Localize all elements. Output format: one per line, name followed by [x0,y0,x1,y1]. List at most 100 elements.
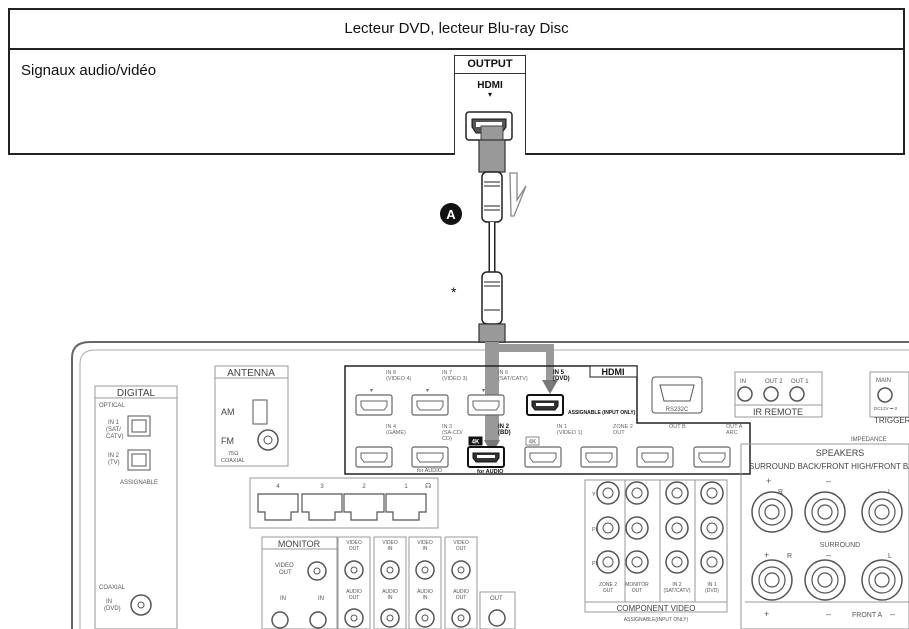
rca-jack[interactable] [451,560,471,580]
hdmi-bottom-port-4[interactable] [524,446,562,468]
svg-text:COAXIAL: COAXIAL [221,458,245,464]
svg-text:R: R [787,553,792,560]
rca-jack[interactable] [415,560,435,580]
svg-text:IN: IN [740,379,746,385]
svg-text:OUT: OUT [349,595,360,601]
speaker-terminal[interactable] [804,491,846,533]
svg-text:IN 2: IN 2 [672,582,681,588]
hdmi-top-port-4[interactable] [526,394,564,416]
hdmi-port-label: OUT [613,430,625,436]
svg-text:for AUDIO: for AUDIO [417,468,443,474]
optical-in2-port[interactable] [127,449,151,471]
hdmi-input-label: IN 5 [553,370,565,376]
svg-text:(SAT/CATV): (SAT/CATV) [663,588,690,594]
hdmi-bottom-port-3[interactable] [467,446,505,468]
component-jack[interactable] [700,516,724,540]
component-jack[interactable] [700,550,724,574]
hdmi-port-label: ARC [726,430,738,436]
svg-text:IR REMOTE: IR REMOTE [753,407,803,417]
svg-text:MONITOR: MONITOR [625,582,649,588]
svg-text:IN: IN [280,596,286,602]
speaker-terminal[interactable] [751,559,793,601]
svg-text:VIDEO: VIDEO [417,540,433,546]
component-jack[interactable] [596,481,620,505]
output-label: OUTPUT [455,56,525,74]
hdmi-bottom-port-5[interactable] [580,446,618,468]
hdmi-input-label: (SAT/CATV) [498,376,528,382]
svg-text:OUT: OUT [349,546,360,552]
rca-jack[interactable] [380,560,400,580]
svg-text:IN 1: IN 1 [707,582,716,588]
hdmi-port-label: (GAME) [386,430,406,436]
component-jack[interactable] [625,481,649,505]
hdmi-port-label: CD) [442,436,452,442]
component-jack[interactable] [625,550,649,574]
speaker-terminal[interactable] [751,491,793,533]
hdmi-top-port-3[interactable] [467,394,505,416]
hdmi-label: HDMI [477,80,503,91]
component-jack[interactable] [665,481,689,505]
speaker-terminal[interactable] [861,491,903,533]
hdmi-arrow-icon: ▾ [487,90,492,99]
rs232c-port[interactable]: RS232C [651,376,703,414]
svg-text:4: 4 [276,484,280,490]
network-port[interactable] [257,493,299,521]
component-jack[interactable] [625,516,649,540]
hdmi-port-label: (BD) [498,430,511,436]
player-hdmi-port[interactable] [455,108,525,148]
component-jack[interactable] [700,481,724,505]
svg-text:ASSIGNABLE: ASSIGNABLE [120,480,158,486]
svg-text:75Ω: 75Ω [228,451,238,457]
network-port[interactable] [385,493,427,521]
svg-text:FRONT A: FRONT A [852,612,883,619]
svg-text:MONITOR: MONITOR [278,539,321,549]
antenna-section: ANTENNA AM FM 75Ω COAXIAL [214,365,289,467]
coaxial-in-port[interactable] [130,594,152,616]
svg-text:IN 2: IN 2 [108,453,120,459]
component-jack[interactable] [665,550,689,574]
rca-jack[interactable] [380,608,400,628]
component-jack[interactable] [596,516,620,540]
svg-text:COAXIAL: COAXIAL [99,585,126,591]
rca-jack[interactable] [415,608,435,628]
component-jack[interactable] [665,516,689,540]
hdmi-bottom-port-6[interactable] [636,446,674,468]
rca-jack[interactable] [344,608,364,628]
svg-text:SPEAKERS: SPEAKERS [816,448,865,458]
svg-text:L: L [888,489,892,496]
speaker-terminal[interactable] [861,559,903,601]
svg-text:AUDIO: AUDIO [382,589,398,595]
rca-jack[interactable] [344,560,364,580]
network-port[interactable] [301,493,343,521]
svg-text:AUDIO: AUDIO [453,589,469,595]
hdmi-top-port-2[interactable] [411,394,449,416]
speaker-terminal[interactable] [804,559,846,601]
fm-antenna-port[interactable] [257,429,279,451]
svg-text:ZONE 2: ZONE 2 [599,582,617,588]
hdmi-bottom-port-1[interactable] [355,446,393,468]
hdmi-port-label: OUT B [669,424,686,430]
hdmi-bottom-port-7[interactable] [693,446,731,468]
hdmi-top-port-1[interactable] [355,394,393,416]
svg-text:VIDEO: VIDEO [453,540,469,546]
hdmi-port-label: (SA-CD/ [442,430,463,436]
svg-text:COMPONENT VIDEO: COMPONENT VIDEO [617,604,696,613]
svg-text:TRIGGER: TRIGGER [874,416,909,425]
svg-text:PB: PB [592,527,600,533]
svg-text:1: 1 [404,484,408,490]
svg-text:IN: IN [388,546,393,552]
am-terminal[interactable] [252,399,268,425]
hdmi-port-label: ZONE 2 [613,424,633,430]
network-port[interactable] [343,493,385,521]
svg-text:OUT: OUT [456,595,467,601]
hdmi-port-label: IN 2 [498,424,510,430]
badge-4k: 4K [529,440,537,446]
footnote-mark: * [451,284,457,300]
rca-jack[interactable] [451,608,471,628]
component-jack[interactable] [596,550,620,574]
svg-text:+: + [766,476,771,486]
hdmi-bottom-port-2[interactable] [411,446,449,468]
svg-text:AUDIO: AUDIO [417,589,433,595]
optical-in1-port[interactable] [127,415,151,437]
